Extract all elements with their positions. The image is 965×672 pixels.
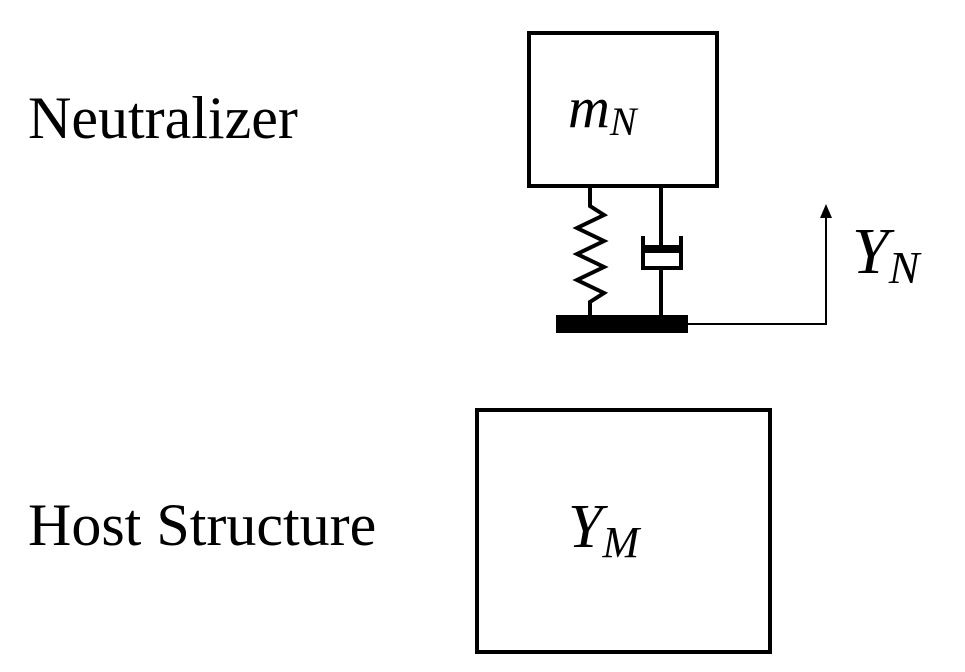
- neutralizer-mass-label: mN: [568, 75, 639, 144]
- displacement-arrow-line: [688, 216, 827, 325]
- neutralizer-displacement-label: YN: [852, 215, 922, 293]
- base-plate: [556, 315, 688, 333]
- damper: [641, 186, 683, 318]
- displacement-arrowhead: [820, 204, 832, 218]
- spring: [572, 186, 609, 318]
- host-structure-box: [475, 408, 772, 654]
- host-displacement-label: YM: [568, 493, 641, 567]
- neutralizer-mass-box: [527, 31, 719, 188]
- neutralizer-label: Neutralizer: [28, 85, 298, 151]
- host-structure-label: Host Structure: [28, 492, 376, 558]
